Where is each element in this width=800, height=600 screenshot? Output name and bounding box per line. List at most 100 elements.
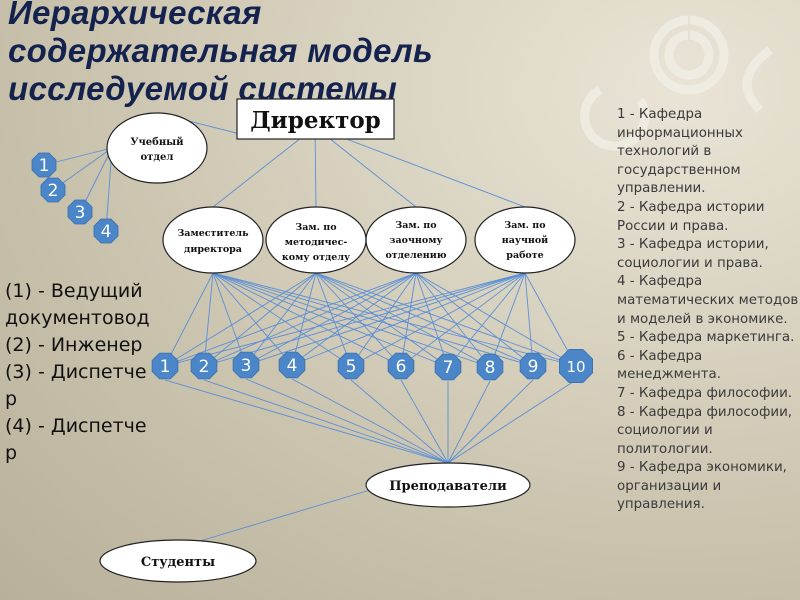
connection-line [245,378,449,464]
connection-line [212,272,577,367]
department-badges: 1 2 3 4 5 6 7 8 9 10 [151,348,593,384]
svg-text:Учебный: Учебный [130,137,184,148]
connection-line [203,272,317,367]
department-legend-item: 4 - Кафедра математических методов и мод… [617,274,799,327]
connection-line [447,380,491,464]
dept-badge-4[interactable]: 4 [278,351,306,379]
connection-line [447,272,526,368]
staff-legend-item: (4) - Диспетчер [5,415,147,464]
dept-badge-9-label: 9 [528,357,539,377]
svg-text:отделению: отделению [385,250,446,261]
svg-text:Зам. по: Зам. по [295,222,336,233]
svg-text:Заместитель: Заместитель [177,228,249,239]
deputy-director-node[interactable]: Заместитель директора [162,206,264,274]
dept-badge-6-label: 6 [396,357,407,377]
dept-badge-8[interactable]: 8 [476,353,504,381]
svg-text:заочному: заочному [389,235,442,246]
students-node[interactable]: Студенты [99,539,257,583]
connection-line [524,272,534,367]
connection-line [291,378,449,464]
dept-badge-7-label: 7 [443,358,454,378]
connection-line [164,379,449,464]
connection-line [164,272,417,367]
connection-line [447,379,577,464]
connection-line [212,272,534,367]
connection-line [164,272,214,367]
department-legend-item: 2 - Кафедра истории России и права. [617,199,765,234]
study-dept-node[interactable]: Учебный отдел [106,112,208,184]
connection-line [447,379,534,464]
connection-line [164,272,526,367]
svg-text:отдел: отдел [141,152,174,163]
dept-badge-2[interactable]: 2 [190,352,218,380]
dept-badge-5[interactable]: 5 [337,352,365,380]
connection-line [245,272,526,366]
staff-badge-2[interactable]: 2 [40,177,66,203]
svg-text:Зам. по: Зам. по [504,220,545,231]
connection-line [291,272,317,366]
department-legend-item: 1 - Кафедра информационных технологий в … [617,107,743,197]
connection-line [164,272,317,367]
svg-text:директора: директора [184,244,242,255]
staff-badge-4[interactable]: 4 [93,218,119,244]
staff-legend-item: (1) - Ведущий документовод [5,280,150,329]
connection-line [314,138,317,208]
connection-line [212,272,491,368]
dept-badge-10[interactable]: 10 [559,348,593,384]
connection-line [400,272,526,367]
connection-line [212,272,449,368]
connection-line [291,272,526,366]
teachers-node[interactable]: Преподаватели [365,462,531,508]
dept-badge-3-label: 3 [241,356,252,376]
deputy-research-node[interactable]: Зам. по научной работе [474,206,576,274]
dept-badge-2-label: 2 [199,357,210,377]
staff-badge-2-label: 2 [48,181,59,201]
dept-badge-10-label: 10 [566,358,585,376]
connection-line [415,272,449,368]
connection-line [415,272,577,367]
staff-badge-3-label: 3 [75,203,86,223]
dept-badge-8-label: 8 [485,358,496,378]
dept-badge-1[interactable]: 1 [151,352,179,380]
staff-badge-1[interactable]: 1 [31,152,57,178]
connection-line [291,272,417,366]
staff-badge-1-label: 1 [39,156,50,176]
dept-badge-6[interactable]: 6 [387,352,415,380]
connection-line [350,379,449,464]
deputy-extramural-node[interactable]: Зам. по заочному отделению [365,206,467,274]
connection-line [315,272,534,367]
decorative-swirl [580,15,773,151]
staff-badge-3[interactable]: 3 [67,199,93,225]
connection-line [400,379,449,464]
connection-line [415,272,491,368]
department-legend-item: 3 - Кафедра истории, социологии и права. [617,237,769,271]
connection-line [203,272,526,367]
connection-line [203,272,417,367]
dept-badge-9[interactable]: 9 [519,352,547,380]
connection-line [346,138,526,208]
deputy-methodical-node[interactable]: Зам. по методичес- кому отделу [265,206,367,274]
dept-badge-3[interactable]: 3 [232,351,260,379]
department-legend-item: 5 - Кафедра маркетинга. [617,330,795,346]
connection-line [400,272,417,367]
staff-badges: 1 234 [31,152,119,244]
connection-line [329,138,417,208]
svg-text:работе: работе [506,250,543,261]
department-legend: 1 - Кафедра информационных технологий в … [617,106,799,600]
connection-line [315,272,577,367]
svg-text:Зам. по: Зам. по [395,220,436,231]
department-legend-item: 8 - Кафедра философии, социологии и поли… [617,404,793,457]
connection-line [212,272,402,367]
svg-text:кому отделу: кому отделу [282,252,350,263]
connection-line [415,272,534,367]
dept-badge-1-label: 1 [160,357,171,377]
dept-badge-4-label: 4 [287,356,298,376]
director-node[interactable]: Директор [236,98,395,140]
svg-text:методичес-: методичес- [285,237,348,248]
staff-legend-item: (3) - Диспетчер [5,361,147,410]
dept-badge-7[interactable]: 7 [434,353,462,381]
connection-line [212,272,293,366]
staff-badge-4-label: 4 [101,222,112,242]
connection-line [212,138,300,208]
connection-line [199,489,371,542]
